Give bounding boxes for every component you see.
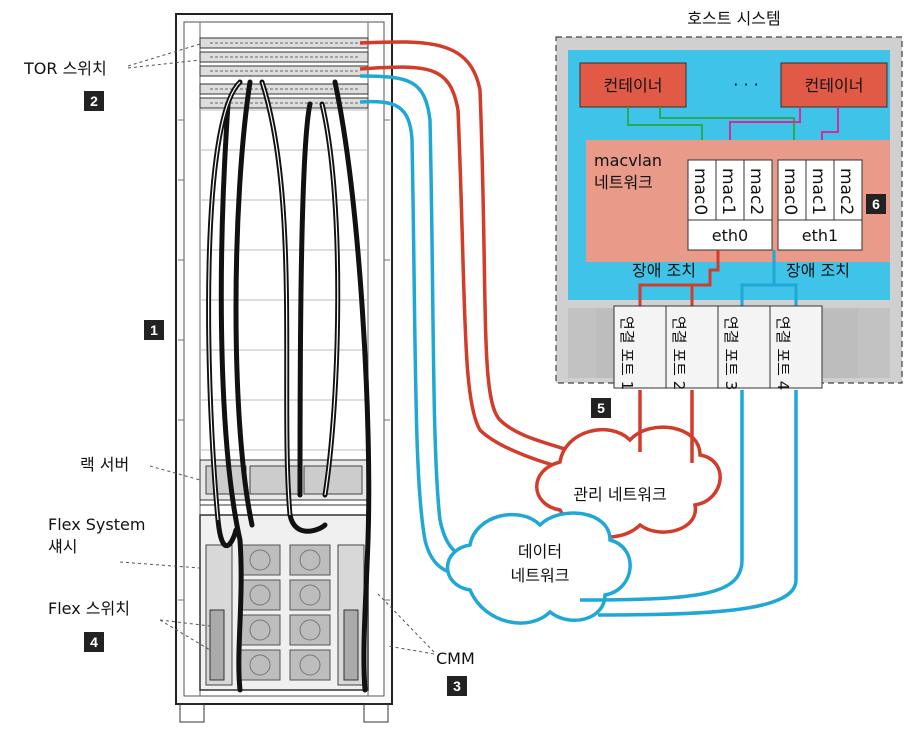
failover-right-label: 장애 조치 (786, 261, 850, 280)
rack-server-label: 랙 서버 (80, 455, 129, 474)
tor-switch-label: TOR 스위치 (23, 59, 107, 78)
data-network-label-line2: 네트워크 (511, 566, 570, 585)
badge-ports: 5 (591, 398, 611, 418)
eth0-label: eth0 (712, 226, 748, 245)
badge-rack: 1 (144, 320, 164, 340)
badge-flex-switch: 4 (84, 632, 104, 652)
flex-chassis-label-line2: 섀시 (48, 537, 77, 556)
eth0-mac0: mac0 (690, 168, 710, 215)
container-1-label: 컨테이너 (604, 76, 663, 95)
svg-text:5: 5 (597, 400, 605, 416)
cmm-label: CMM (436, 649, 475, 668)
data-network-label-line1: 데이터 (518, 542, 562, 561)
eth1-mac2: mac2 (836, 168, 856, 215)
connection-ports: 연결 포트 1 연결 포트 2 연결 포트 3 연결 포트 4 (613, 305, 823, 390)
flex-chassis-label-line1: Flex System (48, 515, 145, 534)
eth0-mac2: mac2 (746, 168, 766, 215)
eth1-mac1: mac1 (808, 168, 828, 215)
macvlan-label-line1: macvlan (594, 151, 662, 170)
svg-text:1: 1 (150, 322, 158, 338)
badge-cmm: 3 (447, 676, 467, 696)
eth1-mac0: mac0 (780, 168, 800, 215)
svg-text:3: 3 (453, 678, 461, 694)
ellipsis: · · · (733, 75, 758, 94)
data-network-cloud: 데이터 네트워크 (445, 511, 632, 625)
macvlan-label-line2: 네트워크 (594, 173, 653, 192)
port-4-label: 연결 포트 4 (774, 316, 792, 390)
svg-text:6: 6 (872, 196, 880, 212)
management-cables (359, 40, 581, 472)
rack-server (199, 459, 369, 506)
badge-tor: 2 (84, 91, 104, 111)
nic-eth1: mac0 mac1 mac2 eth1 (777, 159, 863, 251)
svg-text:2: 2 (90, 93, 98, 109)
flex-switch-label: Flex 스위치 (48, 599, 130, 618)
management-network-label: 관리 네트워크 (573, 485, 666, 504)
port-2-label: 연결 포트 2 (670, 316, 688, 390)
container-2: 컨테이너 (780, 62, 888, 108)
host-system-label: 호스트 시스템 (687, 9, 780, 28)
port-1-label: 연결 포트 1 (618, 316, 636, 390)
nic-eth0: mac0 mac1 mac2 eth0 (687, 159, 773, 251)
failover-left-label: 장애 조치 (632, 261, 696, 280)
badge-macvlan: 6 (866, 194, 886, 214)
container-2-label: 컨테이너 (805, 76, 864, 95)
port-3-label: 연결 포트 3 (722, 316, 740, 390)
svg-text:4: 4 (90, 634, 98, 650)
data-cables (359, 74, 481, 577)
eth0-mac1: mac1 (718, 168, 738, 215)
tor-switches (199, 37, 369, 109)
flex-chassis (199, 514, 369, 691)
management-network-cloud: 관리 네트워크 (535, 425, 722, 539)
eth1-label: eth1 (802, 226, 838, 245)
container-1: 컨테이너 (579, 62, 687, 108)
